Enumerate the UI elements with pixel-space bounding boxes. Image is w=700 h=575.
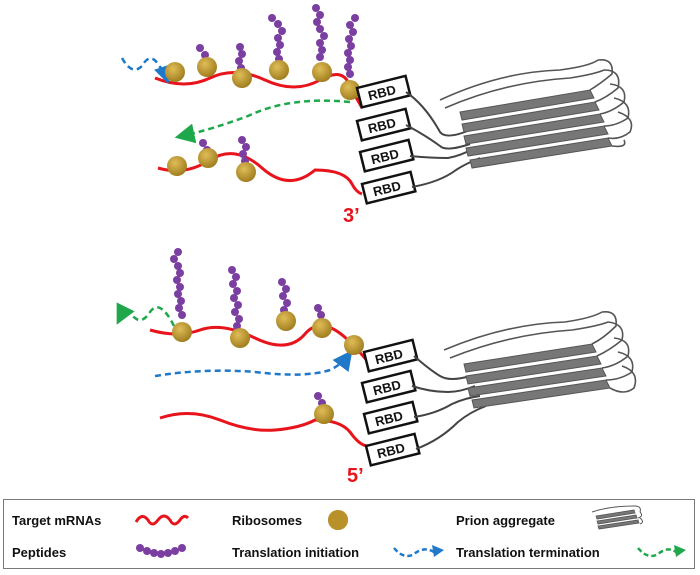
rbd-boxes: RBD RBD RBD RBD: [360, 338, 421, 467]
mrna-strand: [154, 71, 364, 109]
legend: Target mRNAs Ribosomes Prion aggregate P…: [3, 499, 695, 569]
rbd-label: RBD: [375, 440, 406, 461]
legend-label-translation-termination: Translation termination: [456, 545, 600, 560]
rbd-box: [355, 74, 412, 109]
legend-label-peptides: Peptides: [12, 545, 67, 560]
bottom-panel: RBD RBD RBD RBD: [116, 248, 637, 487]
translation-termination-arrow: [116, 302, 176, 327]
rbd-label: RBD: [369, 146, 400, 167]
rbd-boxes: RBD RBD RBD RBD: [355, 74, 417, 205]
linker: [411, 355, 487, 450]
rbd-box: [358, 138, 415, 173]
rbd-box: [362, 338, 419, 373]
top-panel: RBD RBD RBD RBD: [120, 4, 633, 227]
rbd-label: RBD: [371, 178, 402, 199]
prion-aggregate-icon: [591, 505, 643, 530]
translation-initiation-icon: [393, 545, 444, 558]
end-label-5prime: 5’: [347, 465, 364, 487]
peptide-icon: [136, 544, 186, 558]
ribosome: [172, 311, 364, 424]
rbd-box: [360, 369, 417, 404]
translation-termination-arrow: [174, 99, 351, 144]
legend-label-prion-aggregate: Prion aggregate: [456, 513, 555, 528]
rbd-label: RBD: [371, 377, 402, 398]
rbd-box: [364, 432, 421, 467]
ribosome-icon: [328, 510, 348, 530]
peptide-chain: [170, 248, 326, 407]
end-label-3prime: 3’: [343, 205, 360, 227]
translation-initiation-arrow: [154, 350, 353, 378]
translation-termination-icon: [637, 545, 686, 558]
ribosome: [165, 57, 360, 182]
rbd-label: RBD: [366, 82, 397, 103]
rbd-label: RBD: [366, 115, 397, 136]
prion-aggregate: [439, 58, 633, 169]
rbd-label: RBD: [373, 408, 404, 429]
prion-aggregate: [443, 310, 637, 409]
legend-label-target-mrnas: Target mRNAs: [12, 513, 102, 528]
rbd-label: RBD: [373, 346, 404, 367]
legend-label-translation-initiation: Translation initiation: [232, 545, 360, 560]
mrna-icon: [134, 514, 190, 526]
translation-initiation-arrow: [120, 57, 176, 84]
rbd-box: [362, 400, 419, 435]
diagram-canvas: RBD RBD RBD RBD: [116, 4, 637, 487]
mrna-strand: [157, 152, 363, 196]
rbd-box: [355, 107, 412, 142]
rbd-box: [360, 170, 417, 205]
mrna-strand: [159, 412, 369, 448]
legend-label-ribosomes: Ribosomes: [232, 513, 303, 528]
